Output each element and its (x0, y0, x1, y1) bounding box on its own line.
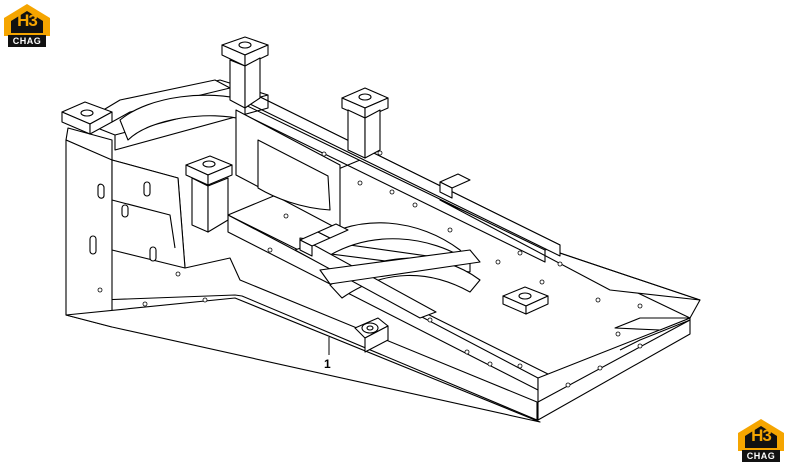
mount-pad-top-center (221, 36, 269, 109)
part-callout-label: 1 (324, 357, 331, 371)
house-logo-icon (738, 419, 784, 451)
house-logo-icon (4, 4, 50, 36)
brand-logo-bottom-right: H3 CHAG (736, 417, 786, 463)
logo-letters: H3 (751, 426, 772, 445)
pivot-boss (354, 317, 389, 353)
brand-logo-top-left: H3 CHAG (2, 2, 52, 48)
logo-subtext: CHAG (8, 35, 46, 47)
logo-subtext: CHAG (742, 450, 780, 462)
bolt-holes (97, 150, 643, 388)
left-side-plate (65, 127, 538, 421)
mount-pad-rear-center (341, 87, 389, 159)
mount-pad-front-left (61, 101, 113, 135)
logo-letters: H3 (17, 11, 38, 30)
mount-pad-rear-right (502, 286, 549, 315)
mount-pad-middle (185, 155, 233, 233)
